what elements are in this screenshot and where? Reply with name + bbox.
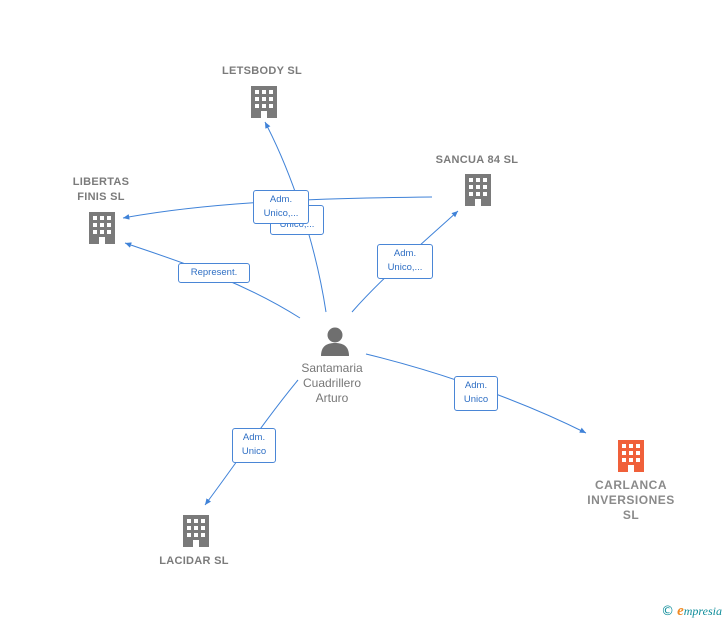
building-icon[interactable] [465,174,491,206]
node-label-person[interactable]: Santamaria Cuadrillero Arturo [301,361,363,405]
building-icon[interactable] [89,212,115,244]
person-icon[interactable] [321,327,349,357]
building-icon[interactable] [251,86,277,118]
edge-label-adm-sancua[interactable]: Adm. Unico,... [377,244,433,279]
brand-logo-text: mpresia [683,604,722,618]
node-label-letsbody[interactable]: LETSBODY SL [221,65,303,77]
building-icon-focus[interactable] [618,440,644,472]
building-icon[interactable] [183,515,209,547]
edge-label-represent[interactable]: Represent. [178,263,250,283]
node-label-carlanca[interactable]: CARLANCA INVERSIONES SL [587,478,675,522]
node-label-sancua[interactable]: SANCUA 84 SL [435,154,519,166]
edge-label-adm-lacidar[interactable]: Adm. Unico [232,428,276,463]
brand-footer: ©empresia [661,603,722,620]
edge-label-adm-unico[interactable]: Adm. Unico,... [253,190,309,224]
edge-label-adm-carlanca[interactable]: Adm. Unico [454,376,498,411]
copyright-icon: © [661,604,675,619]
node-label-lacidar[interactable]: LACIDAR SL [159,555,229,567]
brand-logo-e: e [677,603,684,619]
node-label-libertas[interactable]: LIBERTAS FINIS SL [72,176,130,203]
